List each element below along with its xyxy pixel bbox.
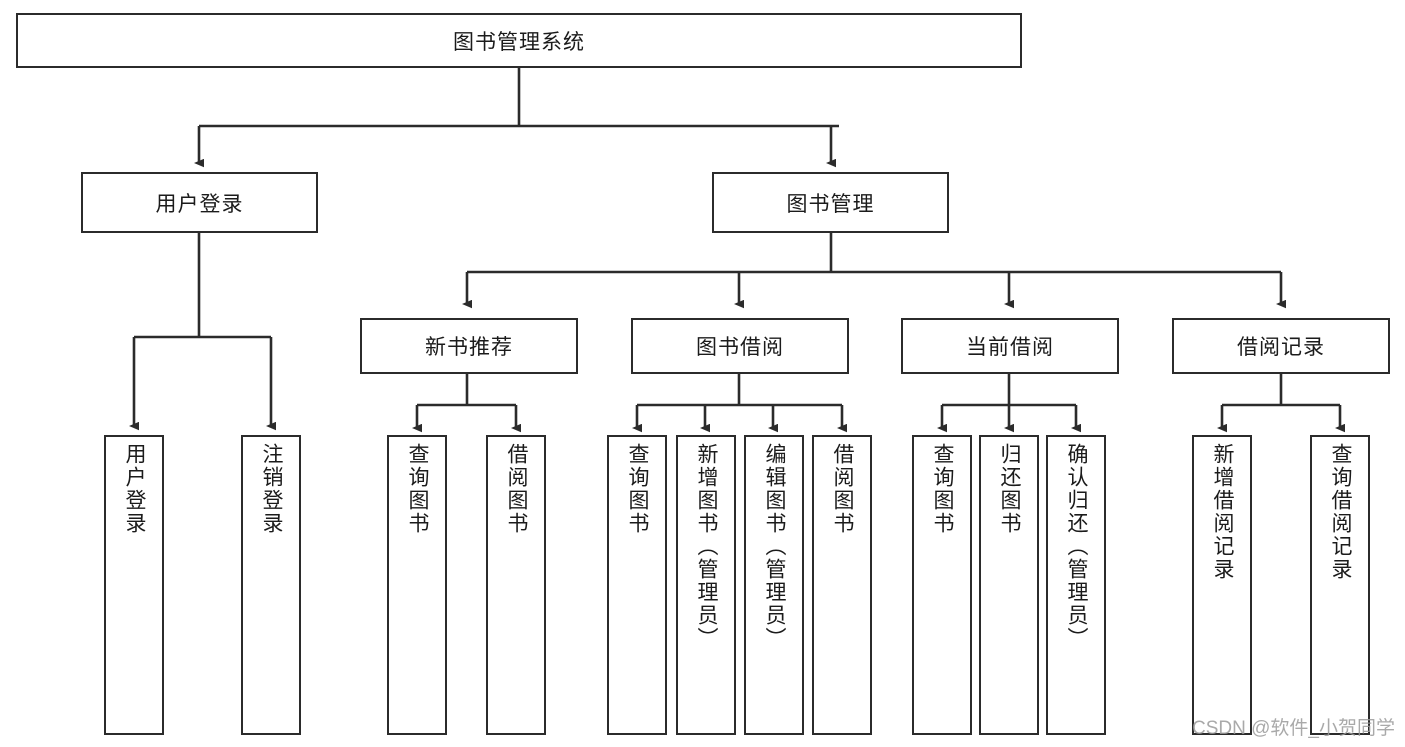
node-borrow-record[interactable]: 借阅记录 <box>1172 318 1390 374</box>
leaf-new-book-borrow-book[interactable]: 借阅图书 <box>486 435 546 735</box>
leaf-new-book-borrow-book-label: 借阅图书 <box>505 443 529 535</box>
node-new-book-recommend[interactable]: 新书推荐 <box>360 318 578 374</box>
leaf-book-borrow-add-book[interactable]: 新增图书（管理员） <box>676 435 736 735</box>
leaf-borrow-record-query-record[interactable]: 查询借阅记录 <box>1310 435 1370 735</box>
leaf-current-borrow-return-book[interactable]: 归还图书 <box>979 435 1039 735</box>
leaf-book-borrow-edit-book[interactable]: 编辑图书（管理员） <box>744 435 804 735</box>
leaf-current-borrow-confirm-return[interactable]: 确认归还（管理员） <box>1046 435 1106 735</box>
node-borrow-record-label: 借阅记录 <box>1237 336 1325 359</box>
leaf-book-borrow-borrow-book[interactable]: 借阅图书 <box>812 435 872 735</box>
leaf-current-borrow-return-book-label: 归还图书 <box>998 443 1022 535</box>
leaf-borrow-record-add-record-label: 新增借阅记录 <box>1211 443 1235 581</box>
node-root-label: 图书管理系统 <box>453 30 585 54</box>
leaf-new-book-query-book[interactable]: 查询图书 <box>387 435 447 735</box>
leaf-user-login-logout[interactable]: 注销登录 <box>241 435 301 735</box>
node-root-book-management-system[interactable]: 图书管理系统 <box>16 13 1022 68</box>
node-user-login[interactable]: 用户登录 <box>81 172 318 233</box>
leaf-book-borrow-borrow-book-label: 借阅图书 <box>831 443 855 535</box>
leaf-user-login-login-label: 用户登录 <box>123 443 147 535</box>
csdn-watermark: CSDN @软件_小贺同学 <box>1192 718 1395 739</box>
leaf-borrow-record-query-record-label: 查询借阅记录 <box>1329 443 1353 581</box>
leaf-borrow-record-add-record[interactable]: 新增借阅记录 <box>1192 435 1252 735</box>
leaf-user-login-login[interactable]: 用户登录 <box>104 435 164 735</box>
node-book-management-label: 图书管理 <box>786 192 875 216</box>
leaf-book-borrow-add-book-label: 新增图书（管理员） <box>695 443 719 650</box>
node-book-management[interactable]: 图书管理 <box>712 172 949 233</box>
leaf-book-borrow-edit-book-label: 编辑图书（管理员） <box>763 443 787 650</box>
node-current-borrow[interactable]: 当前借阅 <box>901 318 1119 374</box>
node-new-book-recommend-label: 新书推荐 <box>425 336 513 359</box>
leaf-user-login-logout-label: 注销登录 <box>260 443 284 535</box>
node-book-borrow-label: 图书借阅 <box>696 336 784 359</box>
leaf-current-borrow-confirm-return-label: 确认归还（管理员） <box>1065 443 1089 650</box>
leaf-book-borrow-query-book[interactable]: 查询图书 <box>607 435 667 735</box>
leaf-current-borrow-query-book-label: 查询图书 <box>931 443 955 535</box>
node-current-borrow-label: 当前借阅 <box>966 336 1054 359</box>
leaf-current-borrow-query-book[interactable]: 查询图书 <box>912 435 972 735</box>
node-user-login-label: 用户登录 <box>155 192 244 216</box>
leaf-book-borrow-query-book-label: 查询图书 <box>626 443 650 535</box>
leaf-new-book-query-book-label: 查询图书 <box>406 443 430 535</box>
node-book-borrow[interactable]: 图书借阅 <box>631 318 849 374</box>
